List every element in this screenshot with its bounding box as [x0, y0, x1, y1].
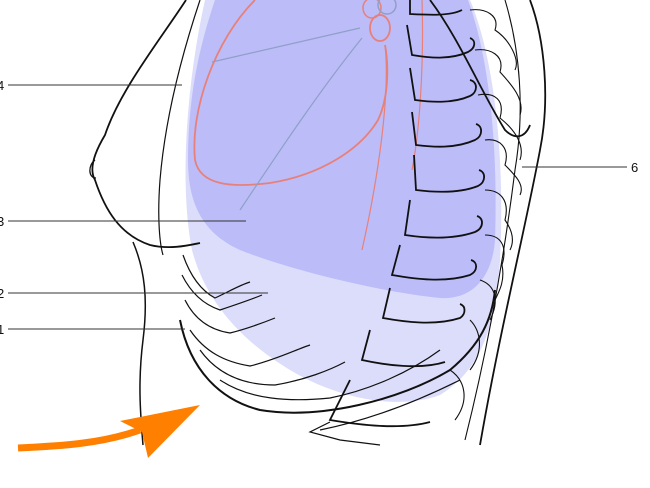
vessel-ring-3	[377, 0, 397, 15]
chest-wall-inner	[158, 0, 201, 256]
lower-ribs	[181, 254, 441, 401]
aorta-outline	[361, 44, 387, 251]
abdomen-outline	[132, 241, 147, 446]
nipple	[89, 159, 97, 179]
breast-outline	[91, 0, 201, 248]
esophagus-line	[411, 0, 424, 171]
label-2: 2	[0, 286, 5, 301]
lower-rib-posterior	[308, 379, 461, 446]
label-6: 6	[631, 160, 639, 175]
curved-arrow-icon	[17, 405, 200, 458]
scapula-edge	[429, 0, 531, 138]
back-outline	[479, 0, 547, 446]
label-3: 3	[0, 214, 5, 229]
fissure-line-upper	[211, 27, 361, 63]
label-1: 1	[0, 322, 5, 337]
label-4: 4	[0, 78, 5, 93]
fissure-line-oblique	[239, 37, 363, 211]
lung-region	[188, 0, 496, 299]
vertebral-column	[328, 0, 486, 428]
vessel-ring-2	[362, 0, 382, 19]
costal-margin	[179, 289, 496, 414]
heart-outline	[193, 0, 389, 186]
back-inner-line	[464, 0, 521, 441]
vessel-ring-1	[369, 14, 391, 42]
